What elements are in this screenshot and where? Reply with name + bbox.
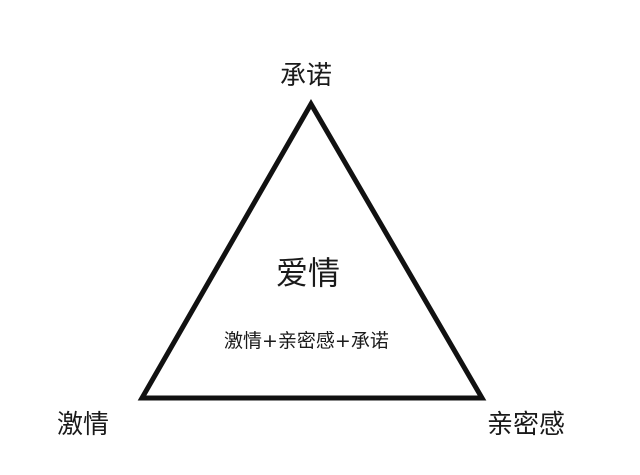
center-formula: 激情+亲密感+承诺 — [224, 330, 389, 352]
vertex-label-intimacy: 亲密感 — [487, 410, 566, 440]
vertex-label-passion: 激情 — [57, 410, 110, 440]
center-title-love: 爱情 — [276, 254, 341, 292]
vertex-label-commitment: 承诺 — [280, 61, 333, 91]
